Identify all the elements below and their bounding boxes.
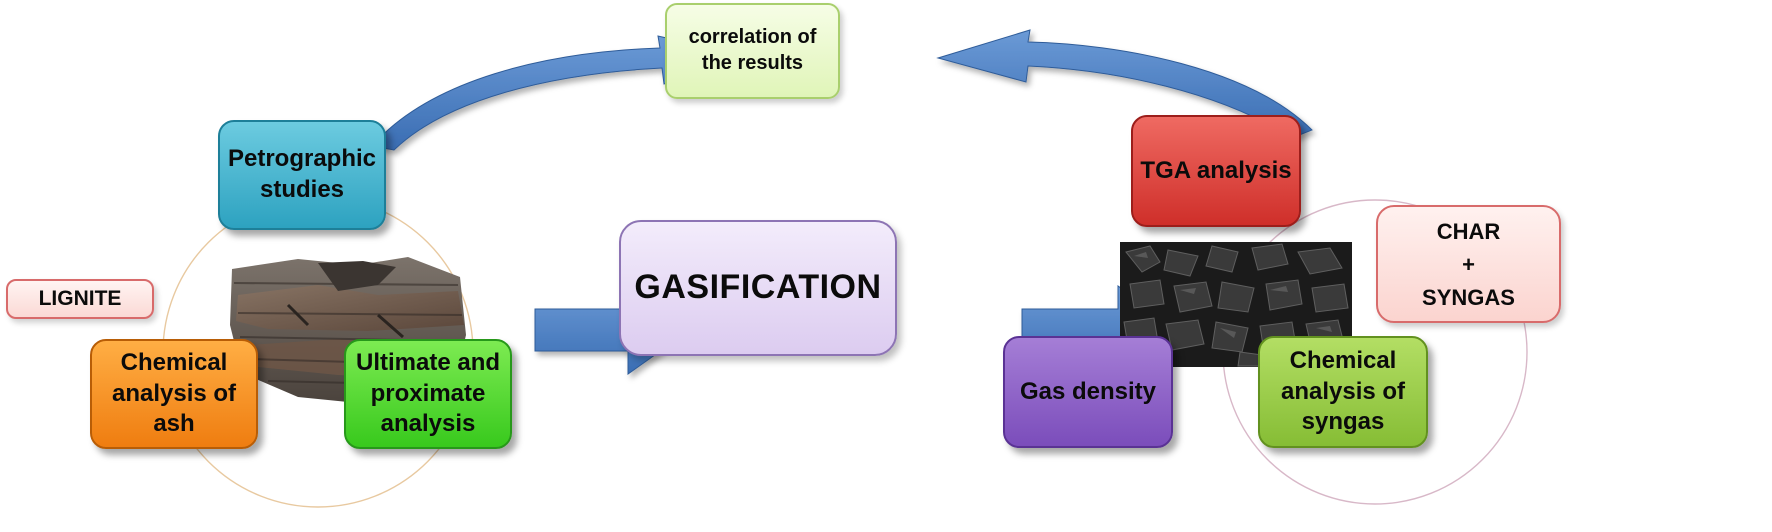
- gasification-box: GASIFICATION: [619, 220, 897, 356]
- gas-density-text: Gas density: [1019, 377, 1157, 405]
- char-syngas-box: CHAR + SYNGAS: [1376, 205, 1561, 323]
- chemical-analysis-syngas-box: Chemical analysis of syngas: [1258, 336, 1428, 448]
- lignite-label-text: LIGNITE: [38, 286, 122, 310]
- petrographic-studies-box: Petrographic studies: [218, 120, 386, 230]
- chemical-analysis-syngas-text: Chemical analysis of syngas: [1280, 346, 1406, 436]
- gas-density-box: Gas density: [1003, 336, 1173, 448]
- chemical-analysis-ash-box: Chemical analysis of ash: [90, 339, 258, 449]
- lignite-label: LIGNITE: [6, 279, 154, 319]
- tga-analysis-text: TGA analysis: [1140, 156, 1292, 184]
- ultimate-proximate-analysis-text: Ultimate and proximate analysis: [355, 348, 501, 438]
- correlation-results-box: correlation of the results: [665, 3, 840, 99]
- ultimate-proximate-analysis-box: Ultimate and proximate analysis: [344, 339, 512, 449]
- chemical-analysis-ash-text: Chemical analysis of ash: [111, 348, 237, 438]
- right-curved-arrow: [936, 29, 1313, 139]
- tga-analysis-box: TGA analysis: [1131, 115, 1301, 227]
- petrographic-studies-text: Petrographic studies: [227, 145, 377, 203]
- char-syngas-text: CHAR + SYNGAS: [1422, 218, 1515, 310]
- correlation-results-text: correlation of the results: [688, 26, 817, 74]
- gasification-text: GASIFICATION: [634, 268, 882, 307]
